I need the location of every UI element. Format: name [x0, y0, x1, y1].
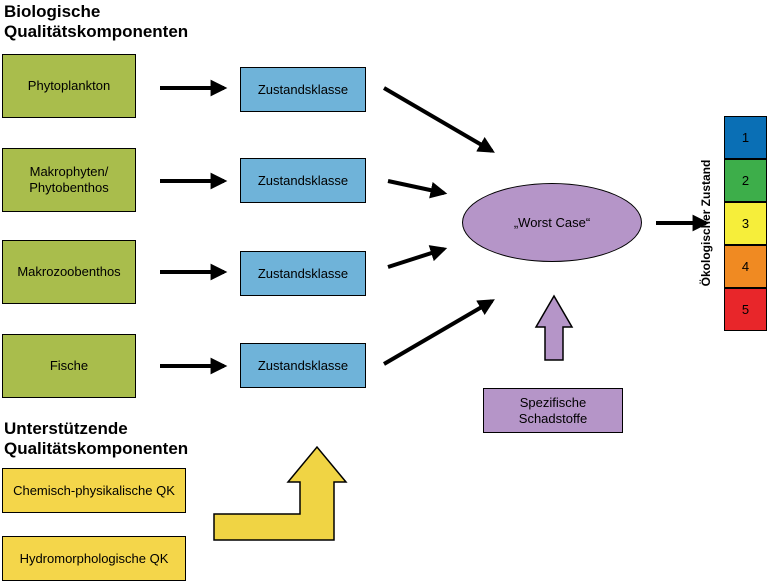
arrow-zk1-to-worstcase [382, 86, 495, 153]
zustandsklasse-box-2: Zustandsklasse [240, 158, 366, 203]
scale-label-text: Ökologischer Zustand [699, 159, 713, 287]
scale-cell-2: 2 [724, 159, 767, 202]
scale-cell-4: 4 [724, 245, 767, 288]
zustandsklasse-box-1: Zustandsklasse [240, 67, 366, 112]
support-heading: Unterstützende Qualitätskomponenten [4, 419, 188, 459]
scale-cell-1: 1 [724, 116, 767, 159]
bio-box-phytoplankton: Phytoplankton [2, 54, 136, 118]
arrow-zk2-to-worstcase [387, 179, 448, 199]
scale-cell-5: 5 [724, 288, 767, 331]
bio-box-fische: Fische [2, 334, 136, 398]
scale-cell-3: 3 [724, 202, 767, 245]
support-box-hydromorph: Hydromorphologische QK [2, 536, 186, 581]
up-arrow-schadstoffe [534, 294, 574, 361]
arrow-zk3-to-worstcase [387, 245, 448, 269]
bio-heading-line1: Biologische [4, 2, 101, 21]
bio-box-makrozoobenthos: Makrozoobenthos [2, 240, 136, 304]
zustandsklasse-box-3: Zustandsklasse [240, 251, 366, 296]
support-heading-line1: Unterstützende [4, 419, 128, 438]
bent-arrow-support [213, 445, 348, 541]
support-box-chem-phys: Chemisch-physikalische QK [2, 468, 186, 513]
support-heading-line2: Qualitätskomponenten [4, 439, 189, 458]
bio-heading: Biologische Qualitätskomponenten [4, 2, 188, 42]
bio-heading-line2: Qualitätskomponenten [4, 22, 189, 41]
zustandsklasse-box-4: Zustandsklasse [240, 343, 366, 388]
worst-case-ellipse: „Worst Case“ [462, 183, 642, 262]
arrow-zk4-to-worstcase [382, 299, 495, 366]
bio-box-makrophyten: Makrophyten/Phytobenthos [2, 148, 136, 212]
